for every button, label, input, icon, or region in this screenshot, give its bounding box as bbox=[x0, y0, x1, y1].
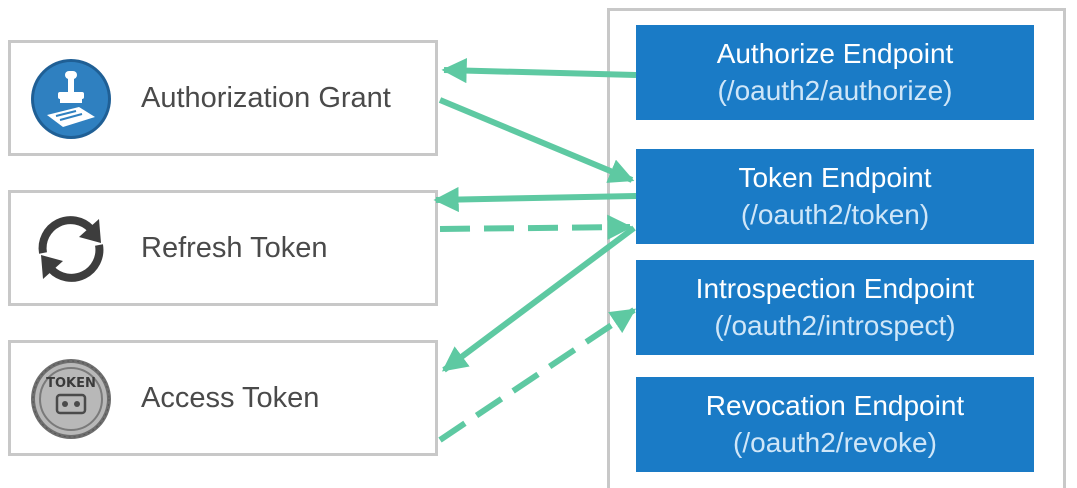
revocation-endpoint: Revocation Endpoint (/oauth2/revoke) bbox=[636, 377, 1034, 472]
client-label-refresh-token: Refresh Token bbox=[141, 231, 328, 264]
endpoint-path: (/oauth2/revoke) bbox=[733, 426, 937, 458]
endpoint-path: (/oauth2/authorize) bbox=[717, 74, 953, 106]
token-coin-icon: TOKEN bbox=[31, 359, 111, 439]
refresh-icon bbox=[38, 216, 104, 282]
refresh-token-box: Refresh Token bbox=[8, 190, 438, 306]
arrow-grant-to-token bbox=[438, 97, 635, 183]
client-label-access-token: Access Token bbox=[141, 381, 320, 414]
endpoint-path: (/oauth2/token) bbox=[740, 198, 930, 230]
stamp-icon bbox=[31, 59, 111, 139]
endpoint-path: (/oauth2/introspect) bbox=[714, 309, 956, 341]
coin-text: TOKEN bbox=[46, 376, 96, 391]
endpoint-name: Authorize Endpoint bbox=[716, 38, 954, 70]
authorization-grant-box: Authorization Grant bbox=[8, 40, 438, 156]
endpoint-name: Revocation Endpoint bbox=[705, 390, 965, 422]
arrow-access-to-introspection-dashed bbox=[438, 307, 637, 443]
arrow-refresh-to-token-dashed bbox=[439, 214, 633, 240]
arrow-token-to-access bbox=[441, 225, 636, 373]
token-endpoint: Token Endpoint (/oauth2/token) bbox=[636, 149, 1034, 244]
endpoint-name: Introspection Endpoint bbox=[695, 273, 975, 305]
authorize-endpoint: Authorize Endpoint (/oauth2/authorize) bbox=[636, 25, 1034, 120]
access-token-box: TOKEN Access Token bbox=[8, 340, 438, 456]
client-label-authorization-grant: Authorization Grant bbox=[141, 81, 391, 114]
introspection-endpoint: Introspection Endpoint (/oauth2/introspe… bbox=[636, 260, 1034, 355]
arrow-authorize-to-grant bbox=[441, 57, 637, 84]
arrow-token-to-refresh bbox=[433, 186, 637, 213]
endpoint-name: Token Endpoint bbox=[738, 162, 932, 194]
